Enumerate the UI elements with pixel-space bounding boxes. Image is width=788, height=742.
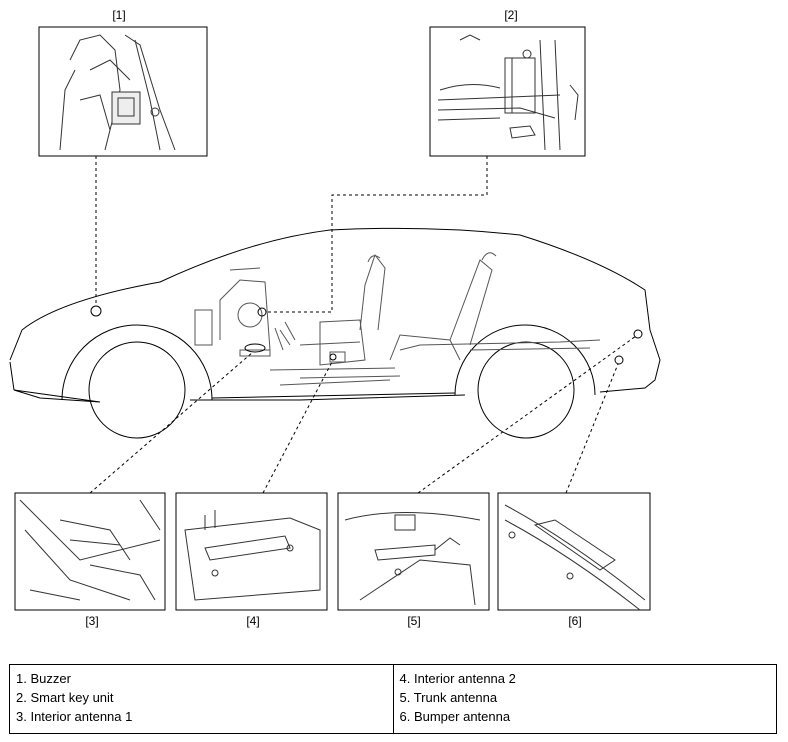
detail-frame-6 [497,492,651,611]
leader-line-4 [262,359,334,494]
car-body-outline [9,227,661,439]
callout-label-5: [5] [407,614,421,628]
parts-legend-table: 1. Buzzer 2. Smart key unit 3. Interior … [9,664,777,734]
rear-wheel [477,341,575,439]
trunk-antenna-marker [633,329,643,339]
legend-item-interior-antenna-1: 3. Interior antenna 1 [16,709,133,724]
leader-line-3 [89,351,254,494]
detail-frame-1 [38,26,208,157]
leader-line-2 [266,156,488,313]
interior-antenna-1-detail-drawing [19,499,161,601]
smart-key-unit-detail-drawing [437,34,579,151]
front-wheel [88,341,186,439]
legend-item-bumper-antenna: 6. Bumper antenna [399,709,511,724]
detail-frame-5 [337,492,490,611]
smart-key-unit-marker [257,307,267,317]
detail-frame-3 [14,492,166,611]
legend-item-buzzer: 1. Buzzer [16,671,71,686]
detail-frame-2 [429,26,586,157]
legend-item-interior-antenna-2: 4. Interior antenna 2 [399,671,516,686]
callout-label-3: [3] [85,614,99,628]
legend-item-trunk-antenna: 5. Trunk antenna [399,690,498,705]
buzzer-marker [90,305,102,317]
legend-column-left: 1. Buzzer 2. Smart key unit 3. Interior … [10,665,393,733]
callout-label-4: [4] [246,614,260,628]
interior-antenna-2-marker [329,353,337,361]
legend-item-smart-key-unit: 2. Smart key unit [16,690,114,705]
interior-antenna-2-detail-drawing [184,510,321,601]
callout-label-1: [1] [112,8,126,22]
bumper-antenna-detail-drawing [504,504,646,611]
leader-line-5 [417,335,637,494]
bumper-antenna-marker [614,355,624,365]
detail-frame-4 [175,492,328,611]
interior-antenna-1-marker [244,343,266,353]
callout-label-6: [6] [568,614,582,628]
legend-column-right: 4. Interior antenna 2 5. Trunk antenna 6… [392,665,777,733]
trunk-antenna-detail-drawing [344,512,481,606]
leader-line-6 [565,363,619,494]
buzzer-detail-drawing [59,34,176,151]
leader-lines [89,156,637,494]
callout-label-2: [2] [504,8,518,22]
car-interior [194,252,601,386]
